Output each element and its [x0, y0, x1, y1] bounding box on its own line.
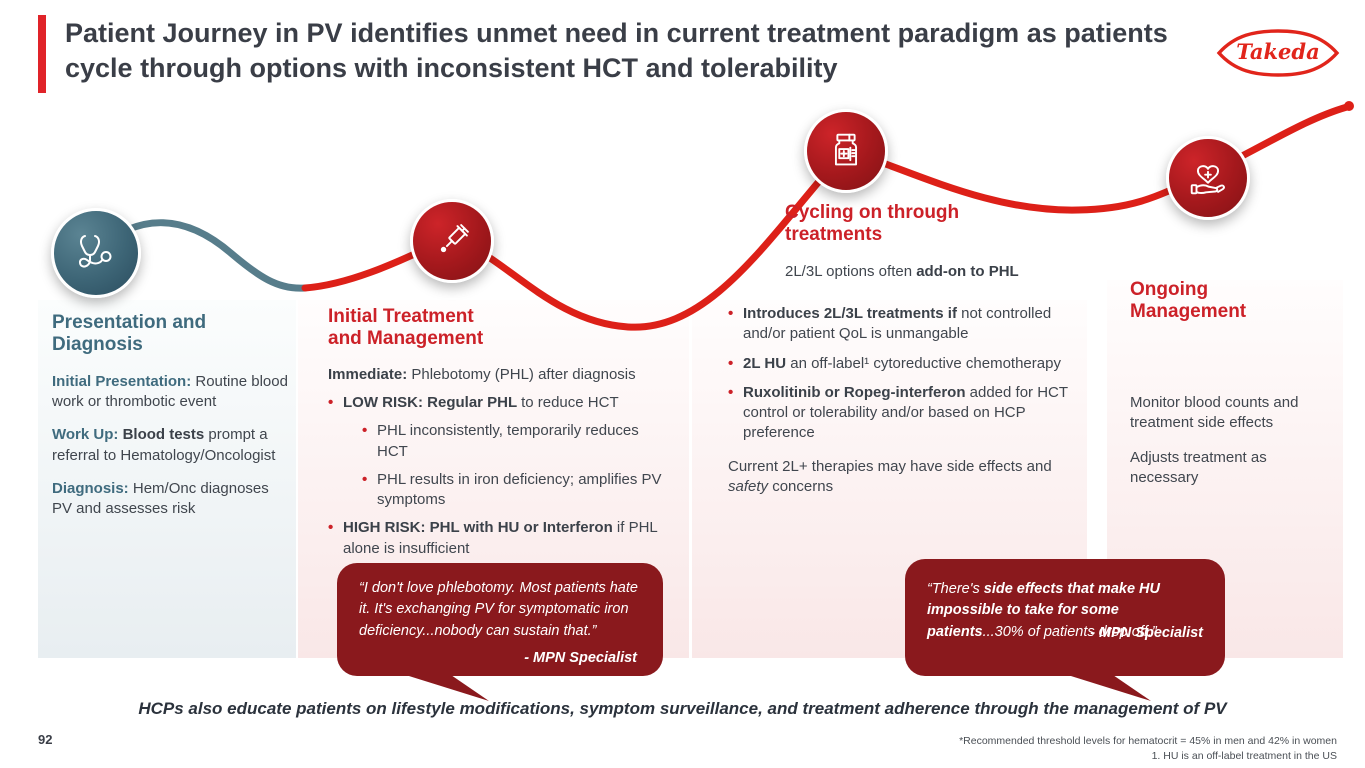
footnote-line: 1. HU is an off-label treatment in the U…	[1151, 750, 1337, 763]
stage-heading-initial-treatment: Initial Treatment and Management	[328, 306, 484, 350]
stage-intro: Immediate: Phlebotomy (PHL) after diagno…	[328, 365, 636, 383]
quote-attribution: - MPN Specialist	[524, 650, 637, 667]
quote-text: “There's side effects that make HU impos…	[927, 581, 1160, 640]
node-cycling	[804, 109, 888, 193]
list-item: Monitor blood counts and treatment side …	[1130, 394, 1299, 432]
bullet-item: Introduces 2L/3L treatments if not contr…	[728, 304, 1068, 345]
stage-note: Current 2L+ therapies may have side effe…	[728, 457, 1052, 495]
node-initial-treatment	[410, 199, 494, 283]
stage-heading-ongoing: Ongoing Management	[1130, 279, 1247, 323]
panel-presentation	[38, 300, 296, 658]
quote-bubble-phlebotomy: “I don't love phlebotomy. Most patients …	[337, 563, 663, 701]
list-item: Diagnosis: Hem/Onc diagnoses PV and asse…	[52, 479, 269, 518]
quote-tail	[402, 674, 489, 701]
slide-title: Patient Journey in PV identifies unmet n…	[65, 16, 1210, 85]
bullet-item: Ruxolitinib or Ropeg-interferon added fo…	[728, 383, 1068, 444]
bullet-item: LOW RISK: Regular PHL to reduce HCT	[328, 393, 673, 414]
footnotes: *Recommended threshold levels for hemato…	[959, 734, 1337, 764]
bullet-item: 2L HU an off-label¹ cytoreductive chemot…	[728, 354, 1068, 375]
bullet-subitem: PHL results in iron deficiency; amplifie…	[362, 470, 673, 511]
stage-heading-presentation: Presentation and Diagnosis	[52, 312, 207, 356]
stage-cycling: Introduces 2L/3L treatments if not contr…	[728, 304, 1068, 497]
takeda-logo: Takeda	[1213, 26, 1343, 80]
page-number: 92	[38, 732, 53, 747]
quote-attribution: - MPN Specialist	[1090, 625, 1203, 641]
takeda-logo-text: Takeda	[1236, 39, 1320, 64]
bullet-item: HIGH RISK: PHL with HU or Interferon if …	[328, 518, 673, 559]
node-ongoing	[1166, 136, 1250, 220]
stage-ongoing: Monitor blood counts and treatment side …	[1130, 393, 1310, 502]
quote-bubble-side-effects: “There's side effects that make HU impos…	[905, 559, 1225, 701]
list-item: Adjusts treatment as necessary	[1130, 448, 1267, 486]
stage-initial-treatment: Initial Treatment and Management Immedia…	[328, 306, 673, 559]
quote-text: “I don't love phlebotomy. Most patients …	[359, 580, 638, 639]
title-accent-bar	[38, 15, 46, 93]
list-item: Initial Presentation: Routine blood work…	[52, 372, 288, 411]
slide-title-line2: cycle through options with inconsistent …	[65, 52, 838, 83]
quote-tail	[1064, 674, 1151, 701]
footnote-line: *Recommended threshold levels for hemato…	[959, 735, 1337, 747]
stethoscope-icon	[78, 235, 112, 268]
stage-subheading: 2L/3L options often add-on to PHL	[785, 263, 1019, 280]
takeda-logo-shape	[1216, 29, 1340, 77]
bullet-subitem: PHL inconsistently, temporarily reduces …	[362, 421, 673, 462]
syringe-icon	[440, 224, 469, 253]
stage-presentation: Presentation and Diagnosis Initial Prese…	[52, 312, 290, 532]
stage-heading-cycling: Cycling on through treatments	[785, 202, 960, 246]
slide-title-line1: Patient Journey in PV identifies unmet n…	[65, 18, 1168, 48]
medicine-bottle-icon	[834, 133, 858, 166]
heart-hand-icon	[1190, 165, 1225, 195]
bottom-banner: HCPs also educate patients on lifestyle …	[138, 699, 1227, 718]
node-presentation	[51, 208, 141, 298]
list-item: Work Up: Blood tests prompt a referral t…	[52, 426, 276, 464]
